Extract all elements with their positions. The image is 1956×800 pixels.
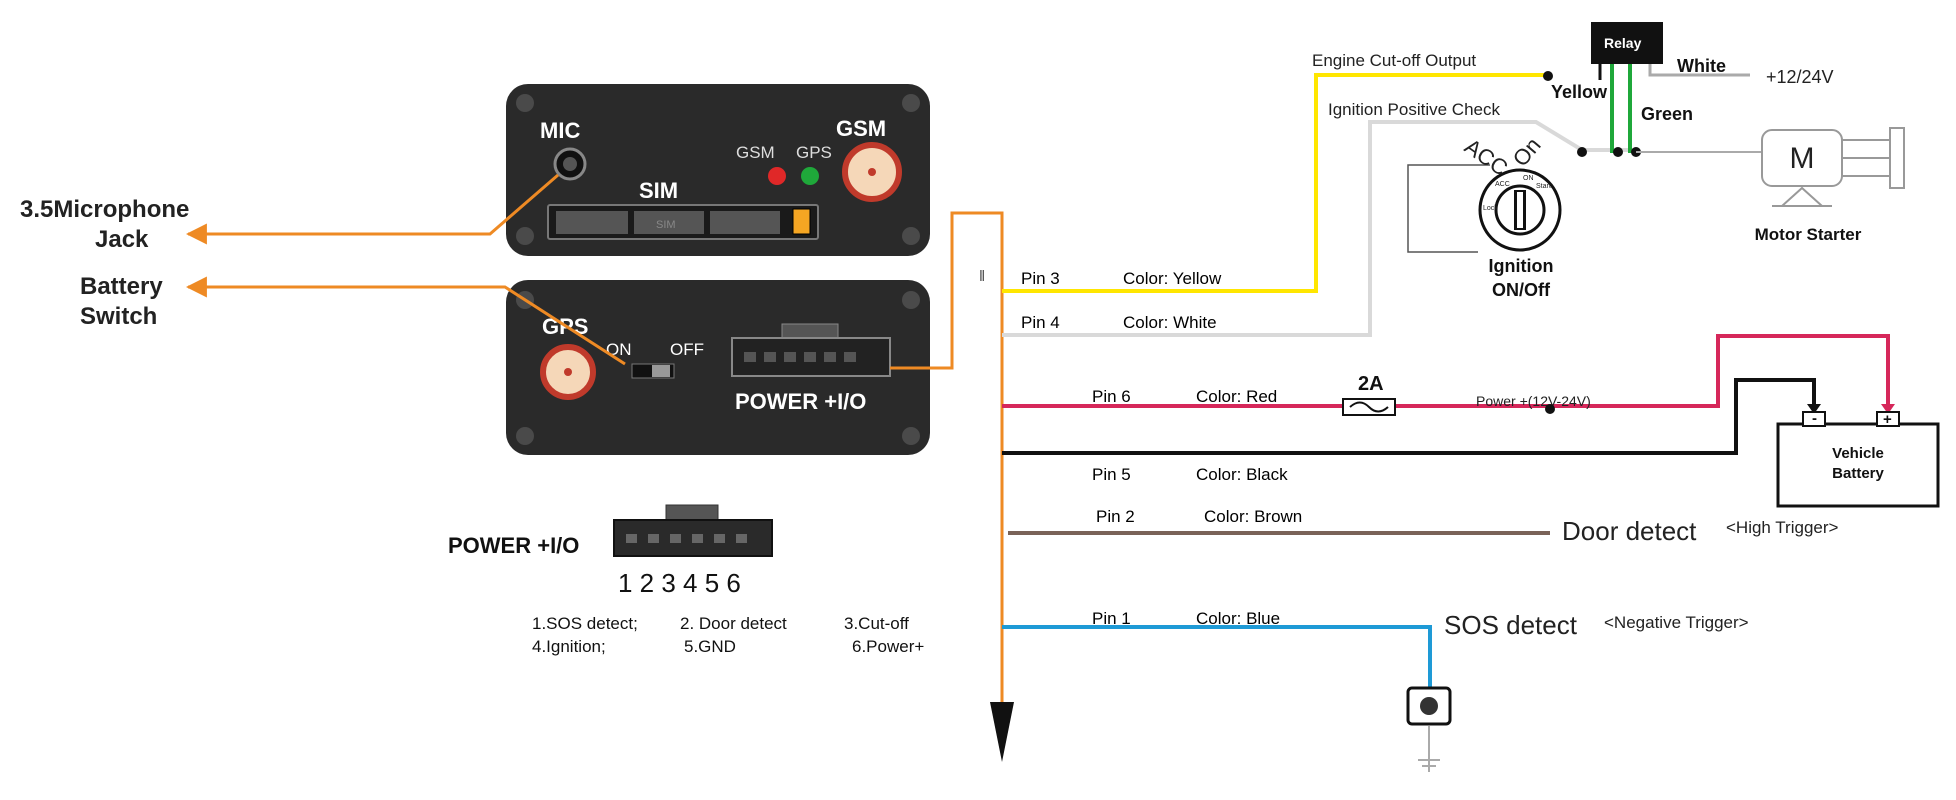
device-bottom-panel: GPS ON OFF POWER +I/O — [506, 280, 930, 455]
ignition-check-label: Ignition Positive Check — [1328, 100, 1500, 119]
motor-symbol: M — [1790, 142, 1815, 175]
wire-label-color-brown: Color: Brown — [1204, 507, 1302, 526]
vehicle-battery — [1776, 411, 1940, 508]
pin-legend-2: 2. Door detect — [680, 614, 787, 633]
power-io-label: POWER +I/O — [735, 389, 866, 414]
wire-label-pin2: Pin 2 — [1096, 507, 1135, 526]
led-gps-label: GPS — [796, 143, 832, 162]
harness-marker: ‖ — [979, 268, 985, 285]
ignition-caption-line2: ON/Off — [1492, 280, 1551, 300]
door-detect-label: Door detect — [1562, 516, 1697, 546]
wire-label-pin6: Pin 6 — [1092, 387, 1131, 406]
battery-switch-callout-line2: Switch — [80, 303, 157, 330]
gsm-antenna-connector-icon — [842, 142, 902, 202]
motor-starter-icon — [1761, 127, 1905, 207]
connector-detail-label: POWER +I/O — [448, 533, 579, 558]
wire-label-color-blue: Color: Blue — [1196, 609, 1280, 628]
power-io-port — [731, 323, 891, 377]
ign-small-lock: Lock — [1483, 205, 1498, 212]
power-junction — [1545, 404, 1555, 414]
pin-legend-1: 1.SOS detect; — [532, 614, 638, 633]
battery-label-line2: Battery — [1832, 465, 1884, 482]
gps-antenna-connector-icon — [540, 344, 596, 400]
connector-detail-icon — [613, 504, 773, 557]
pin-legend-3: 3.Cut-off — [844, 614, 909, 633]
sim-label: SIM — [639, 178, 678, 203]
ign-small-acc: ACC — [1495, 181, 1510, 188]
ign-on-label: On — [1508, 133, 1546, 172]
wire-label-pin5: Pin 5 — [1092, 465, 1131, 484]
pin-legend-5: 5.GND — [684, 637, 736, 656]
motor-caption: Motor Starter — [1755, 225, 1862, 244]
mic-jack-icon — [553, 147, 587, 181]
ign-small-start: Start — [1536, 183, 1551, 190]
gsm-antenna-label: GSM — [836, 116, 886, 141]
gsm-led-icon — [768, 167, 786, 185]
wire-pin3-yellow — [1002, 73, 1548, 293]
connector-pin-numbers: 1 2 3 4 5 6 — [618, 568, 741, 598]
device-top-panel: MIC GSM GSM GPS SIM SIM — [506, 84, 930, 256]
battery-label-line1: Vehicle — [1832, 445, 1884, 462]
door-trigger-label: <High Trigger> — [1726, 518, 1839, 537]
wires — [1002, 73, 1890, 690]
sos-trigger-label: <Negative Trigger> — [1604, 613, 1749, 632]
mic-jack-callout-line2: Jack — [95, 226, 149, 253]
ignition-switch-icon — [1407, 164, 1562, 253]
ignition-caption-line1: Ignition — [1489, 256, 1554, 276]
pin-legend-6: 6.Power+ — [852, 637, 924, 656]
battery-switch-callout-line1: Battery — [80, 273, 163, 300]
callout-lines — [185, 173, 626, 366]
switch-off-label: OFF — [670, 340, 704, 359]
supply-voltage-label: +12/24V — [1766, 67, 1834, 87]
wire-label-pin1: Pin 1 — [1092, 609, 1131, 628]
gps-led-icon — [801, 167, 819, 185]
sim-tray — [547, 204, 819, 240]
wire-label-pin3: Pin 3 — [1021, 269, 1060, 288]
switch-on-label: ON — [606, 340, 632, 359]
battery-neg-arrow — [1807, 404, 1821, 414]
sim-tray-text: SIM — [656, 219, 676, 231]
wire-pin1-blue — [1002, 625, 1432, 690]
battery-neg-symbol: - — [1812, 410, 1817, 427]
battery-pos-symbol: + — [1883, 411, 1892, 428]
wire-pin6-red — [1002, 334, 1890, 412]
relay-label: Relay — [1604, 35, 1642, 51]
wire-label-pin4: Pin 4 — [1021, 313, 1060, 332]
wire-label-color-red: Color: Red — [1196, 387, 1277, 406]
wire-label-color-black: Color: Black — [1196, 465, 1288, 484]
wire-labels: Pin 3 Color: Yellow Pin 4 Color: White P… — [1021, 269, 1302, 628]
ign-junction-b — [1613, 147, 1623, 157]
wire-label-color-white: Color: White — [1123, 313, 1217, 332]
battery-switch-icon[interactable] — [631, 363, 675, 379]
mic-jack-callout-line1: 3.5Microphone — [20, 196, 189, 223]
relay-yellow-label: Yellow — [1551, 82, 1608, 102]
sos-button-icon — [1406, 686, 1452, 772]
fuse-icon — [1342, 398, 1396, 416]
cutoff-junction — [1543, 71, 1553, 81]
engine-cutoff-label: Engine Cut-off Output — [1312, 51, 1476, 70]
relay-green-label: Green — [1641, 104, 1693, 124]
wire-label-color-yellow: Color: Yellow — [1123, 269, 1222, 288]
ign-junction-a — [1577, 147, 1587, 157]
battery-pos-arrow — [1881, 404, 1895, 414]
led-gsm-label: GSM — [736, 143, 775, 162]
wire-harness — [890, 211, 1014, 762]
wire-pin5-black — [1002, 378, 1816, 455]
power-label: Power +(12V-24V) — [1476, 393, 1591, 409]
relay-icon — [1591, 22, 1750, 153]
sos-detect-label: SOS detect — [1444, 610, 1578, 640]
ign-small-on: ON — [1523, 175, 1534, 182]
relay-white-label: White — [1677, 56, 1726, 76]
fuse-rating: 2A — [1358, 373, 1384, 395]
mic-label: MIC — [540, 118, 580, 143]
wire-pin4-white — [1002, 120, 1634, 337]
pin-legend-4: 4.Ignition; — [532, 637, 606, 656]
